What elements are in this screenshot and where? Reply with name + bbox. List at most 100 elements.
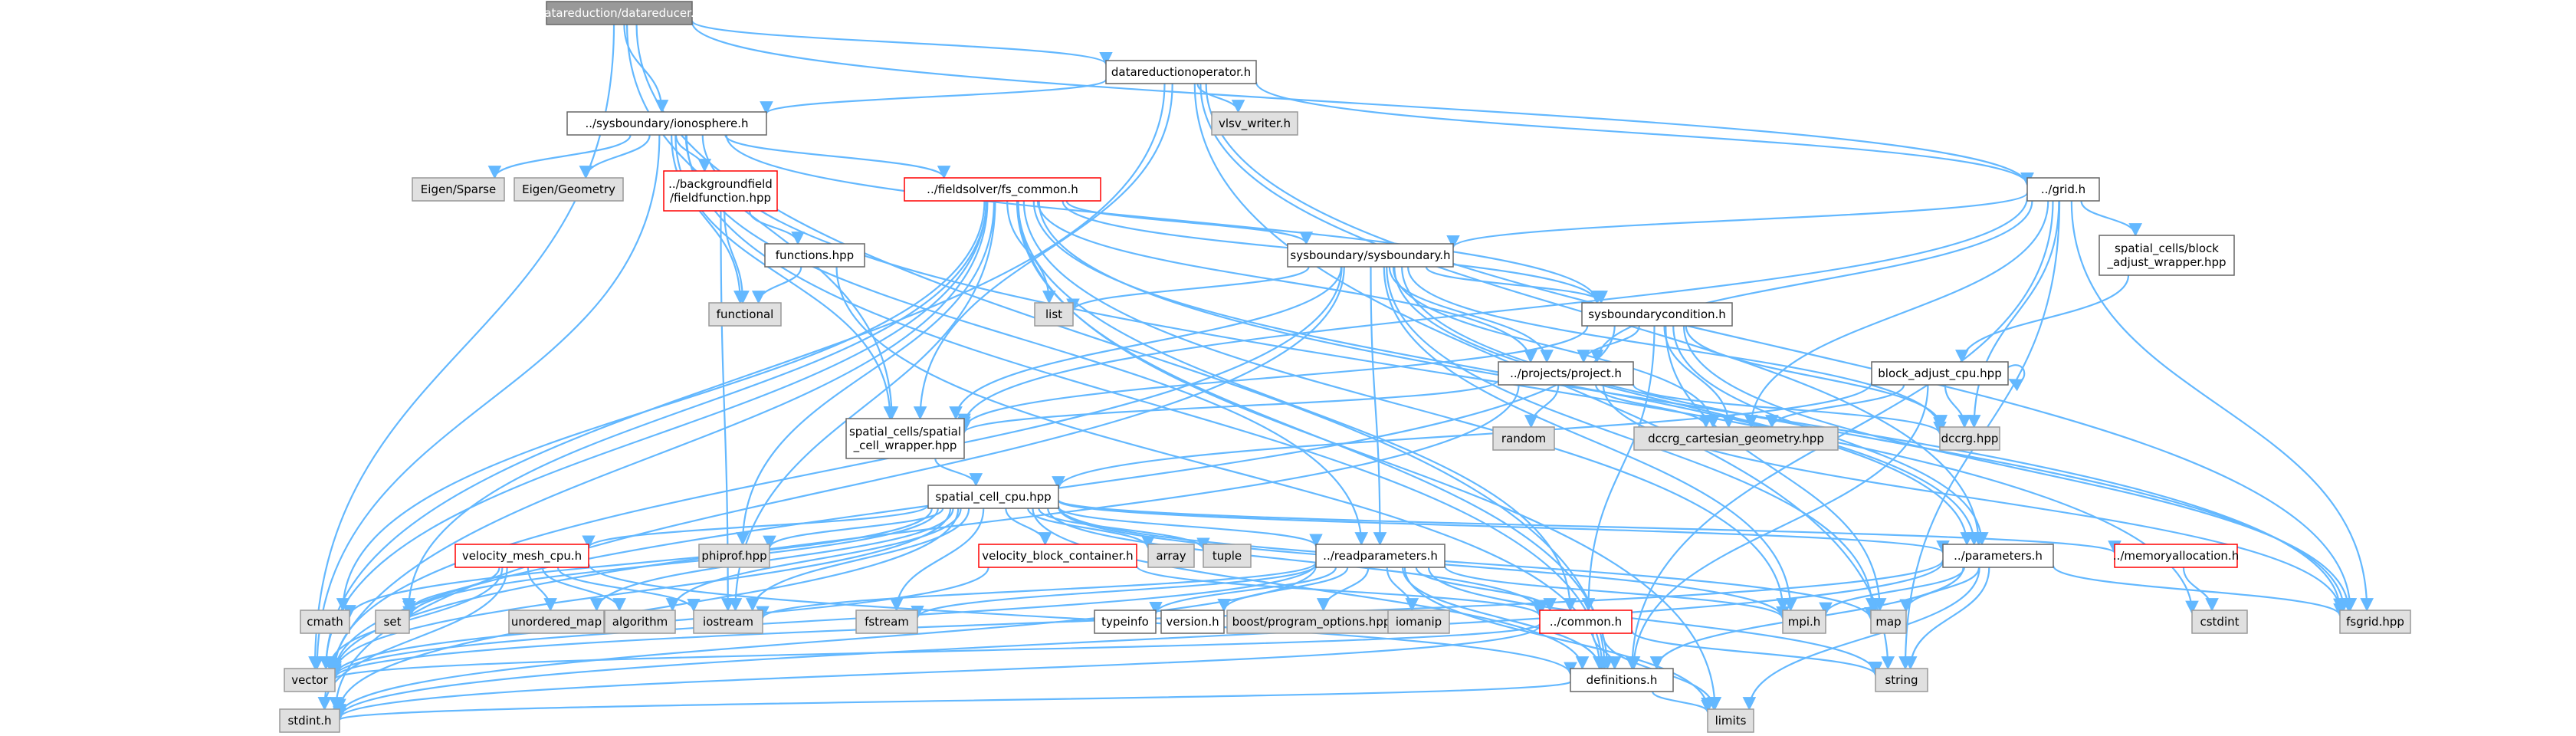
node-box-set — [375, 610, 410, 634]
node-params[interactable]: ../parameters.h — [1942, 544, 2054, 568]
edge-common-to-string — [1630, 629, 1882, 677]
edge-sccpu-to-common — [1047, 508, 1547, 614]
node-sbabw[interactable]: spatial_cells/block_adjust_wrapper.hpp — [2099, 235, 2235, 276]
node-typeinfo[interactable]: typeinfo — [1094, 610, 1157, 634]
node-version[interactable]: version.h — [1160, 610, 1225, 634]
node-bacpu[interactable]: block_adjust_cpu.hpp — [1871, 361, 2009, 386]
edge-params-to-fsgrid — [2052, 565, 2347, 617]
node-label-grid: ../grid.h — [2041, 182, 2085, 196]
node-limits: limits — [1707, 708, 1754, 733]
node-label-cmath: cmath — [307, 615, 343, 629]
edge-grid-to-dccrg — [1967, 200, 2060, 429]
node-label-dccrg: dccrg.hpp — [1941, 432, 1999, 445]
node-dro[interactable]: datareductionoperator.h — [1105, 60, 1257, 84]
edge-common-to-vector — [328, 623, 1541, 681]
edge-readparams-to-fstream — [911, 564, 1318, 619]
edge-fscommon-to-project — [1036, 200, 1537, 363]
edge-sbcond-to-map — [1665, 325, 1887, 612]
edge-sccpu-to-vmesh — [582, 504, 930, 549]
node-box-version — [1160, 610, 1225, 634]
edge-vmesh-to-definitions — [587, 563, 1577, 676]
node-project[interactable]: ../projects/project.h — [1498, 361, 1634, 386]
node-label-eigen_sparse: Eigen/Sparse — [421, 182, 496, 196]
edge-fscommon-to-sysb — [1065, 200, 1313, 245]
node-label-scw-0: spatial_cells/spatial — [849, 425, 961, 439]
node-sbcond[interactable]: sysboundarycondition.h — [1581, 302, 1733, 327]
node-label-algorithm: algorithm — [612, 615, 668, 629]
edge-sccpu-to-map — [1057, 505, 1878, 621]
node-sccpu[interactable]: spatial_cell_cpu.hpp — [927, 485, 1059, 509]
node-label-iono: ../sysboundary/ionosphere.h — [585, 117, 748, 130]
edge-vbc-to-common — [1135, 565, 1547, 618]
node-label-root: datareduction/datareducer.h — [537, 6, 701, 20]
node-label-functionshpp: functions.hpp — [776, 248, 854, 262]
node-box-map — [1870, 610, 1907, 634]
node-label-scw-1: _cell_wrapper.hpp — [853, 439, 957, 453]
node-grid[interactable]: ../grid.h — [2026, 177, 2100, 202]
node-mpi: mpi.h — [1782, 610, 1826, 634]
node-box-readparams — [1315, 544, 1446, 568]
node-box-string — [1875, 668, 1928, 692]
node-label-cstdint: cstdint — [2200, 615, 2239, 629]
edge-readparams-to-typeinfo — [1149, 567, 1337, 616]
edge-sysb-to-params — [1393, 266, 1981, 546]
edge-sccpu-to-readparams — [1057, 506, 1323, 547]
node-box-vector — [284, 668, 336, 692]
node-vmesh[interactable]: velocity_mesh_cpu.h — [454, 544, 589, 568]
edge-definitions-to-stdint — [333, 681, 1572, 721]
edge-readparams-to-string — [1427, 567, 1882, 675]
edge-sbcond-to-common — [1581, 325, 1656, 612]
node-root[interactable]: datareduction/datareducer.h — [537, 1, 701, 25]
edge-readparams-to-stdint — [333, 565, 1318, 718]
node-box-stdint — [279, 708, 340, 733]
edge-sccpu-to-vbc — [1005, 508, 1052, 546]
node-scw[interactable]: spatial_cells/spatial_cell_wrapper.hpp — [845, 418, 965, 459]
node-definitions[interactable]: definitions.h — [1570, 668, 1674, 692]
edge-dro-to-fsgrid — [1205, 83, 2358, 612]
node-iono[interactable]: ../sysboundary/ionosphere.h — [566, 111, 767, 136]
node-fscommon[interactable]: ../fieldsolver/fs_common.h — [904, 177, 1101, 202]
edge-fscommon-to-common — [1017, 200, 1577, 612]
edge-fscommon-to-vector — [319, 200, 987, 670]
node-label-mpi: mpi.h — [1788, 615, 1821, 629]
edge-grid-to-definitions — [1625, 200, 2054, 670]
node-box-dro — [1105, 60, 1257, 84]
node-readparams[interactable]: ../readparameters.h — [1315, 544, 1446, 568]
node-fsgrid: fsgrid.hpp — [2339, 610, 2411, 634]
edge-bacpu-to-dccrg — [1944, 384, 1971, 429]
node-box-list — [1034, 302, 1074, 327]
edge-iono-to-eigen_geom — [579, 134, 651, 179]
edge-readparams-to-version — [1217, 567, 1349, 613]
edge-iono-to-functional — [671, 134, 747, 304]
node-box-phiprof — [698, 544, 770, 568]
node-vbc[interactable]: velocity_block_container.h — [978, 544, 1137, 568]
node-label-definitions: definitions.h — [1587, 673, 1658, 687]
edge-vmesh-to-vector — [322, 567, 504, 670]
node-label-list: list — [1045, 307, 1062, 321]
node-box-cmath — [300, 610, 350, 634]
edge-functionshpp-to-functional — [751, 266, 802, 304]
edge-sbcond-to-project — [1577, 325, 1640, 363]
node-label-project: ../projects/project.h — [1510, 366, 1622, 380]
node-box-common — [1539, 610, 1633, 634]
edge-sccpu-to-unordered_map — [589, 508, 954, 612]
node-label-sbabw-0: spatial_cells/block — [2115, 242, 2219, 256]
node-phiprof: phiprof.hpp — [698, 544, 770, 568]
edge-iono-to-vector — [310, 134, 661, 670]
node-memalloc[interactable]: ../memoryallocation.h — [2113, 544, 2239, 568]
edge-dro-to-vlsv — [1196, 83, 1245, 113]
node-label-boostpo: boost/program_options.hpp — [1232, 615, 1391, 629]
node-functionshpp[interactable]: functions.hpp — [764, 243, 865, 268]
node-label-iostream: iostream — [703, 615, 753, 629]
edge-sysb-to-readparams — [1370, 266, 1387, 546]
node-label-sysb: sysboundary/sysboundary.h — [1290, 248, 1450, 262]
edge-sccpu-to-set — [402, 508, 939, 620]
node-common[interactable]: ../common.h — [1539, 610, 1633, 634]
node-label-stdint: stdint.h — [287, 714, 331, 728]
node-sysb[interactable]: sysboundary/sysboundary.h — [1287, 243, 1454, 268]
node-functional: functional — [708, 302, 782, 327]
node-bgfield[interactable]: ../backgroundfield/fieldfunction.hpp — [663, 170, 778, 212]
node-label-vlsv: vlsv_writer.h — [1219, 117, 1291, 131]
node-list: list — [1034, 302, 1074, 327]
